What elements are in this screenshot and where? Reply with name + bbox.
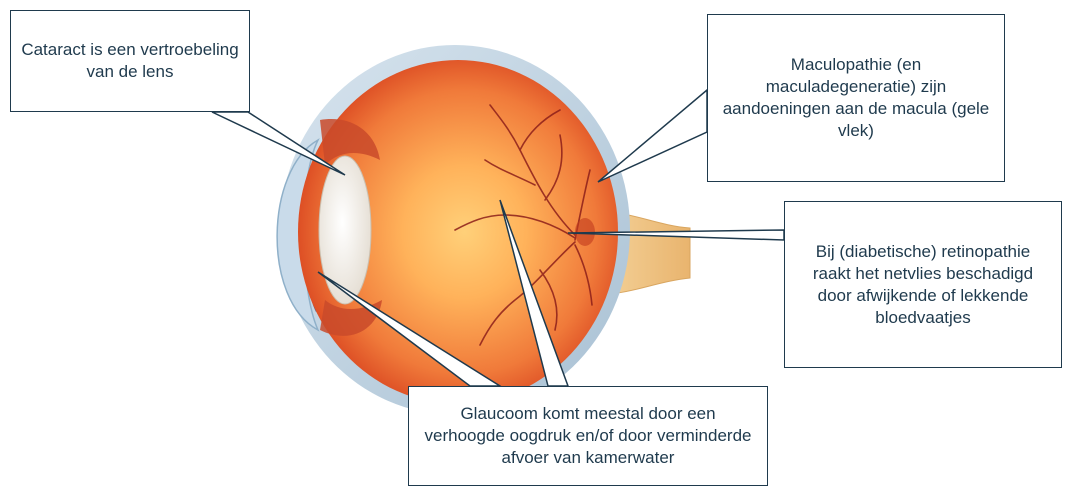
callout-retinopathie: Bij (diabetische) retinopathie raakt het… — [784, 201, 1062, 368]
callout-maculopathie: Maculopathie (en maculadegeneratie) zijn… — [707, 14, 1005, 182]
callout-glaucoom-text: Glaucoom komt meestal door een verhoogde… — [419, 403, 757, 469]
lens — [319, 156, 371, 304]
callout-glaucoom: Glaucoom komt meestal door een verhoogde… — [408, 386, 768, 486]
callout-cataract-text: Cataract is een vertroebeling van de len… — [21, 39, 239, 83]
callout-retinopathie-text: Bij (diabetische) retinopathie raakt het… — [795, 241, 1051, 329]
pointer-macula — [598, 90, 707, 182]
callout-maculopathie-text: Maculopathie (en maculadegeneratie) zijn… — [718, 54, 994, 142]
callout-cataract: Cataract is een vertroebeling van de len… — [10, 10, 250, 112]
